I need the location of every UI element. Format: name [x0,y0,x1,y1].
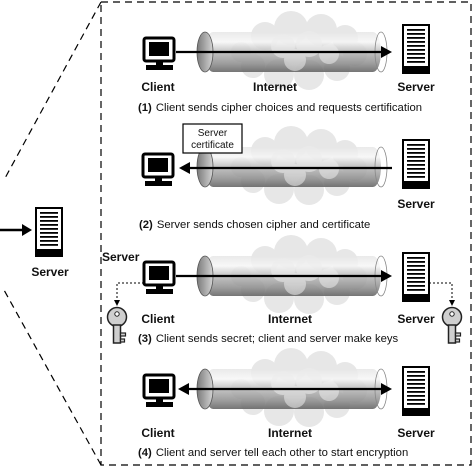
internet-label: Internet [268,426,312,440]
zoom-line-bottom [3,289,102,466]
server-heading: Server [102,250,140,264]
certificate-line-1: Server [198,128,228,139]
overview-server-icon [35,207,63,257]
server-key-connector [429,282,453,302]
step-2: Server certificate Server (2) Server send… [139,123,435,231]
step-caption: (3) Client sends secret; client and serve… [138,333,399,345]
internet-pipe-3 [196,234,388,315]
overview-server: Server [0,207,69,279]
step-text: Client sends cipher choices and requests… [156,102,422,114]
server-label: Server [397,426,435,440]
step-caption: (4) Client and server tell each other to … [138,447,408,459]
certificate-box [182,123,243,154]
step-caption: (2) Server sends chosen cipher and certif… [139,219,370,231]
client-label: Client [141,426,174,440]
step-text: Server sends chosen cipher and certifica… [157,219,371,231]
server-key-icon [441,306,463,344]
incoming-arrow-head [22,224,32,236]
internet-pipe-4 [196,347,388,428]
step-text: Client sends secret; client and server m… [156,333,399,345]
certificate-line-2: certificate [191,140,234,151]
internet-pipe-1 [196,10,388,91]
bidirectional-arrow-head-right [381,383,392,395]
server-label: Server [397,312,435,326]
server-tower-icon [402,366,430,416]
zoom-line-top [3,1,102,181]
internet-label: Internet [268,312,312,326]
step-number: (1) [138,102,152,114]
step-1: Client Internet Server (1) Client sends c… [138,10,435,114]
client-computer-icon [142,260,176,296]
overview-server-label: Server [31,265,69,279]
step-text: Client and server tell each other to sta… [156,447,408,459]
zoom-frame [100,1,472,466]
secret-arrow-head [381,270,392,282]
server-label: Server [397,80,435,94]
step-3: Server Client Internet Server (3) Client … [102,234,463,345]
client-computer-icon [141,152,175,188]
client-key-connector [116,282,144,302]
step-number: (2) [139,219,153,231]
client-label: Client [141,312,174,326]
client-label: Client [141,80,174,94]
request-arrow-head [381,46,392,58]
step-4: Client Internet Server (4) Client and ser… [138,347,435,459]
server-label: Server [397,197,435,211]
server-tower-icon [402,24,430,74]
server-tower-icon [402,252,430,302]
client-key-connector-head [114,300,120,306]
step-number: (3) [138,333,152,345]
certificate-arrow-head [179,162,190,174]
bidirectional-arrow-head-left [178,383,189,395]
client-key-icon [106,306,128,344]
internet-label: Internet [253,80,297,94]
step-number: (4) [138,447,152,459]
server-key-connector-head [449,300,455,306]
client-computer-icon [142,373,176,409]
server-tower-icon [402,139,430,189]
client-computer-icon [142,36,176,72]
step-caption: (1) Client sends cipher choices and reque… [138,102,422,114]
